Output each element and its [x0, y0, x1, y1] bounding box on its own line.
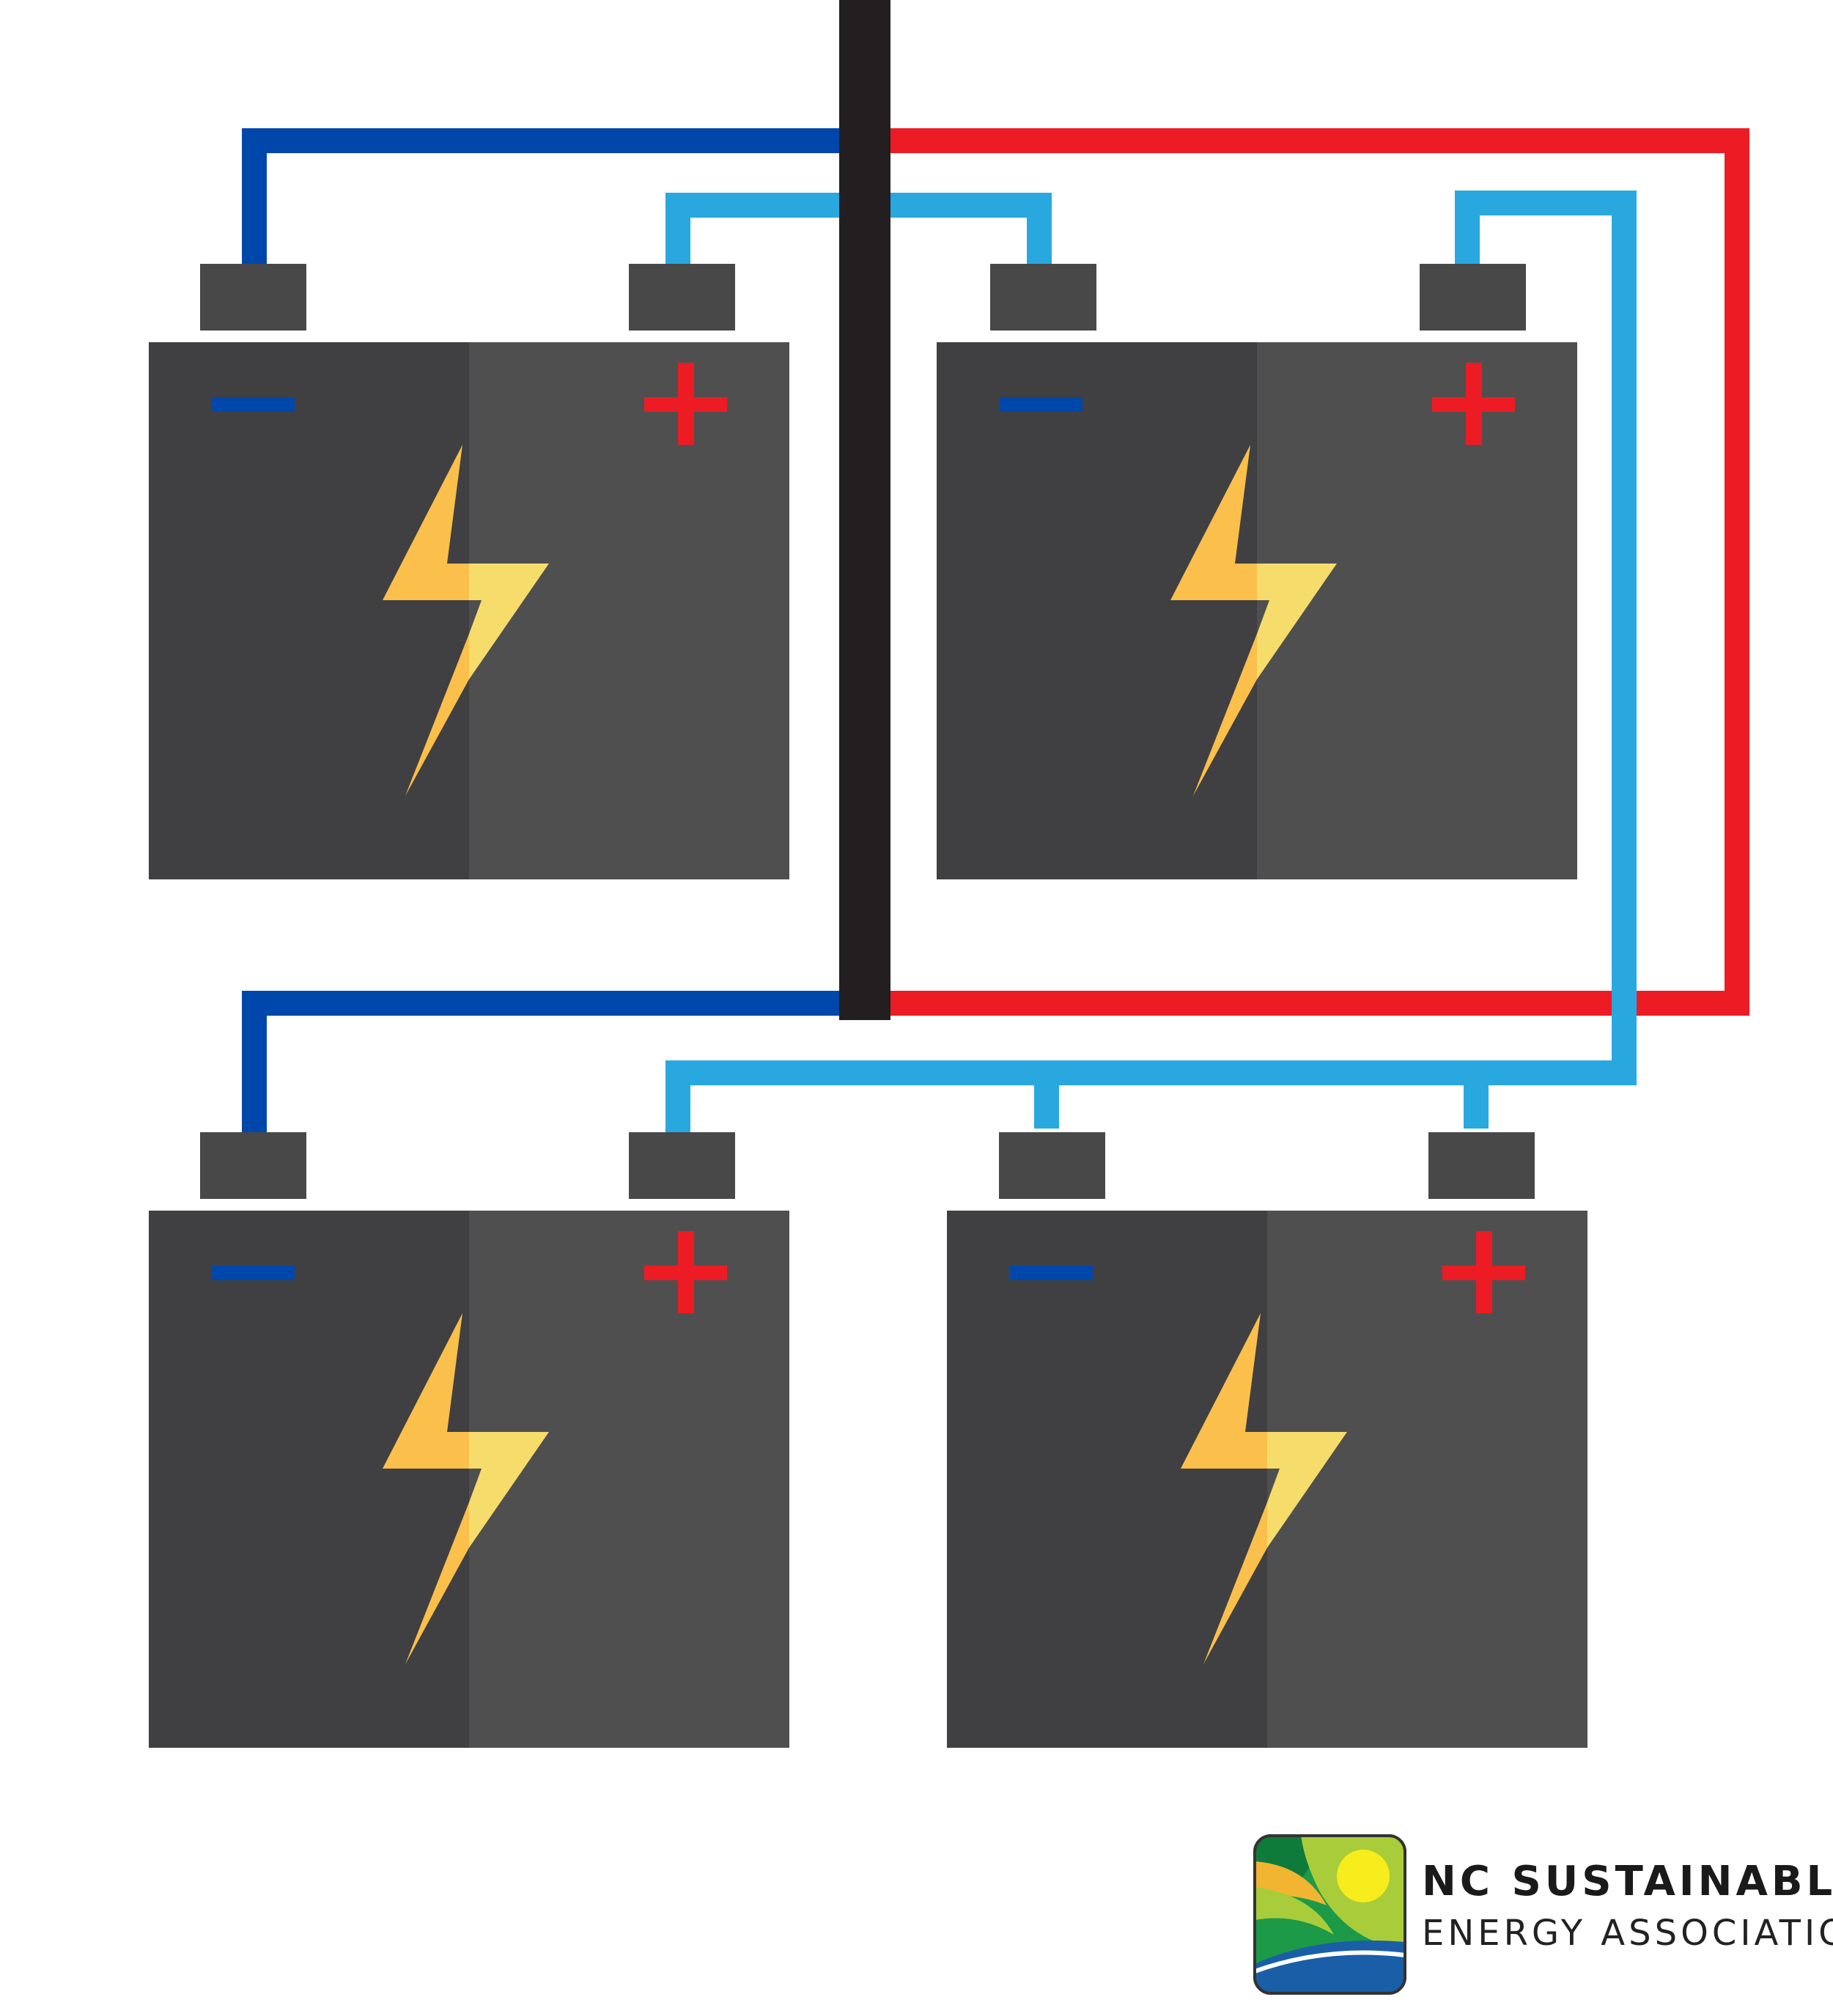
positive-terminal — [629, 264, 735, 331]
battery-body-left — [947, 1211, 1267, 1748]
lightning-bolt-icon — [1181, 1313, 1347, 1664]
ncsea-logo-icon — [1253, 1834, 1406, 1995]
bus-bar — [839, 0, 890, 1020]
plus-sign-icon — [644, 1231, 727, 1313]
battery-body-left — [149, 1211, 469, 1748]
minus-sign-icon — [212, 397, 295, 412]
positive-wire-loop — [878, 128, 1749, 1016]
negative-wire-bottom — [242, 991, 852, 1141]
battery-body-right — [469, 342, 789, 879]
lightning-bolt-icon — [383, 445, 549, 796]
battery-top-right — [937, 264, 1577, 879]
battery-body-right — [1267, 1211, 1587, 1748]
battery-body-left — [937, 342, 1257, 879]
wires — [242, 128, 1749, 1141]
battery-bottom-left — [149, 1132, 789, 1748]
plus-sign-icon — [1432, 363, 1515, 445]
lightning-bolt-icon — [1170, 445, 1337, 796]
positive-terminal — [629, 1132, 735, 1199]
negative-terminal — [990, 264, 1096, 331]
positive-terminal — [1420, 264, 1526, 331]
lightning-bolt-icon — [383, 1313, 549, 1664]
minus-sign-icon — [212, 1266, 295, 1280]
logo-subtitle: ENERGY ASSOCIATION — [1422, 1913, 1833, 1954]
minus-sign-icon — [1010, 1266, 1093, 1280]
plus-sign-icon — [644, 363, 727, 445]
negative-wire-top — [242, 128, 852, 276]
minus-sign-icon — [1000, 397, 1083, 412]
battery-body-right — [469, 1211, 789, 1748]
negative-terminal — [999, 1132, 1105, 1199]
negative-terminal — [200, 1132, 306, 1199]
plus-sign-icon — [1442, 1231, 1525, 1313]
battery-body-right — [1257, 342, 1577, 879]
negative-terminal — [200, 264, 306, 331]
series-wire-right — [665, 191, 1637, 1141]
battery-top-left — [149, 264, 789, 879]
logo-title: NC SUSTAINABLE — [1422, 1858, 1833, 1905]
positive-terminal — [1428, 1132, 1535, 1199]
battery-bottom-right — [947, 1132, 1587, 1748]
battery-body-left — [149, 342, 469, 879]
